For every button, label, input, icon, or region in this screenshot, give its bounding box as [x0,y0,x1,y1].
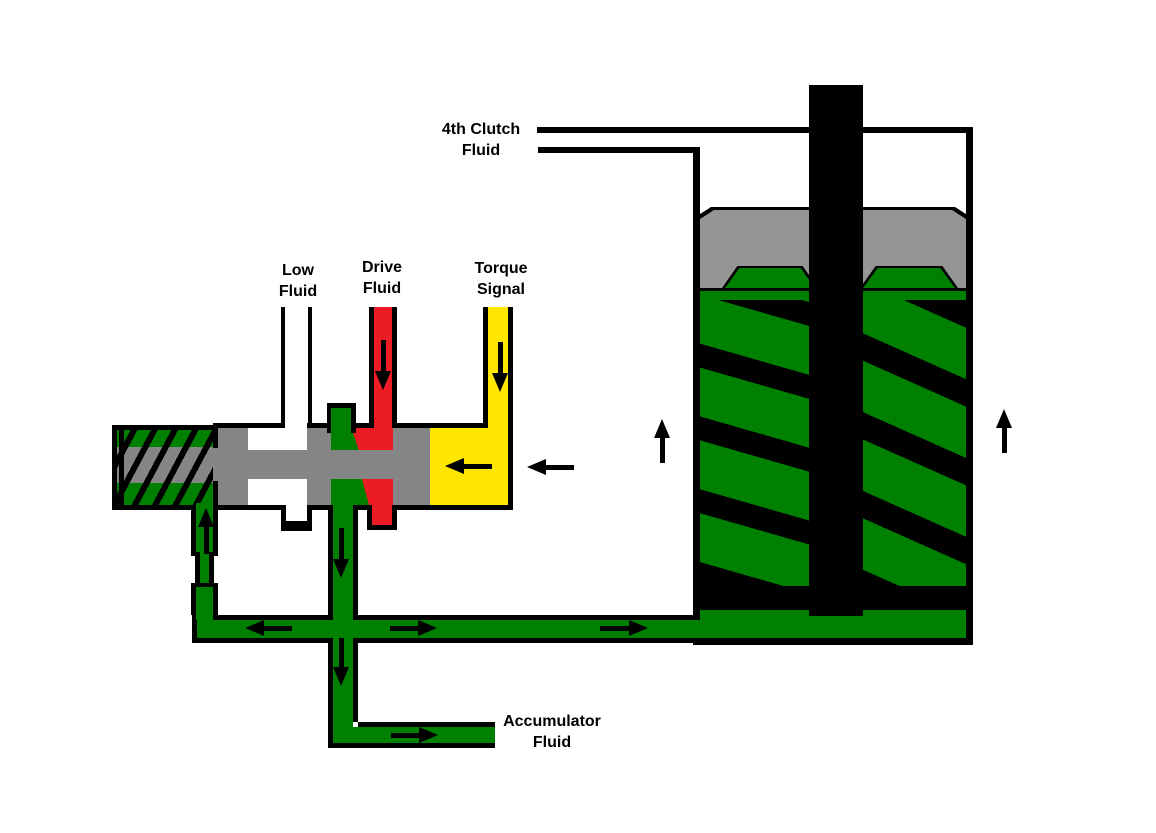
label-line: Fluid [461,142,501,159]
drive-pipe-wall [392,307,397,428]
arrow-shaft-shape [390,626,421,631]
flow-arrow-down-icon [492,342,508,392]
drain-pipe-wall [353,505,358,620]
arrow-head-shape [654,419,670,438]
flow-arrow-right-icon [390,620,437,636]
arrow-head-shape [492,373,508,392]
arrow-shaft-shape [498,342,503,376]
label-line: Drive [361,259,403,276]
arrow-head-shape [418,620,437,636]
flow-arrow-up-icon [654,419,670,463]
torque-pipe-wall [508,307,513,428]
flow-arrow-up-icon [198,508,214,554]
arrow-shaft-shape [543,465,574,470]
arrow-head-shape [445,458,464,474]
clutch-fluid-line-top [537,127,973,133]
low-fluid-pipe-wall [281,307,285,428]
accumulator-wall-right [966,127,973,643]
flow-arrow-down-icon [375,340,391,390]
label-drive-fluid: Drive Fluid [342,257,422,299]
drain-pipe-wall [328,505,333,620]
label-line: Fluid [362,280,402,297]
drive-pipe-wall [369,307,374,428]
arrow-shaft-shape [391,733,422,738]
flow-arrow-left-icon [527,459,574,475]
left-pipe-seg2-fluid [196,587,213,620]
label-4th-clutch-fluid: 4th Clutch Fluid [411,119,551,161]
label-line: 4th Clutch [441,121,521,138]
arrow-shaft-shape [339,638,344,670]
arrow-shaft-shape [204,524,209,554]
arrow-shaft-shape [461,464,492,469]
arrow-head-shape [333,667,349,686]
piston-rod [809,85,863,616]
arrow-shaft-shape [261,626,292,631]
label-line: Fluid [278,283,318,300]
left-pipe-narrow-fluid [200,552,209,587]
low-fluid-pipe-interior [285,307,307,450]
accumulator-wall-bottom [693,638,973,645]
clutch-fluid-line-bottom [538,147,698,153]
arrow-shaft-shape [660,435,665,463]
arrow-head-shape [333,559,349,578]
main-pipe-fluid [197,620,700,638]
arrow-shaft-shape [1002,425,1007,453]
branch-pipe-top [358,722,495,727]
label-low-fluid: Low Fluid [258,260,338,302]
low-fluid-pipe-wall [308,307,312,428]
flow-arrow-left-icon [445,458,492,474]
branch-pipe-wall [328,643,333,748]
label-torque-signal: Torque Signal [461,258,541,300]
spring-seat-right [863,268,955,288]
spool-channel-top [331,428,393,450]
arrow-head-shape [245,620,264,636]
arrow-shaft-shape [600,626,632,631]
arrow-shaft-shape [381,340,386,374]
arrow-head-shape [996,409,1012,428]
branch-pipe-wall [353,643,358,722]
arrow-shaft-shape [339,528,344,562]
flow-arrow-right-icon [391,727,438,743]
arrow-head-shape [419,727,438,743]
hatched-spring-icon [117,430,215,505]
torque-pipe-wall [483,307,488,428]
arrow-head-shape [527,459,546,475]
label-accumulator-fluid: Accumulator Fluid [477,711,627,753]
accumulator-port-fluid [331,408,351,433]
arrow-head-shape [375,371,391,390]
flow-arrow-down-icon [333,638,349,686]
drive-fluid-stub [372,490,392,525]
label-line: Torque [474,260,528,277]
accumulator-wall-left [693,147,700,615]
label-line: Low [282,262,314,279]
label-line: Signal [476,281,525,298]
spring-seat-left [725,268,815,288]
arrow-head-shape [198,508,214,527]
label-line: Fluid [532,734,572,751]
low-fluid-stub-interior [286,490,307,521]
flow-arrow-right-icon [600,620,648,636]
label-line: Accumulator [503,713,601,730]
flow-arrow-down-icon [333,528,349,578]
flow-arrow-up-icon [996,409,1012,453]
branch-pipe-bottom [328,743,495,748]
arrow-head-shape [629,620,648,636]
flow-arrow-left-icon [245,620,292,636]
left-pipe-step [191,583,218,587]
